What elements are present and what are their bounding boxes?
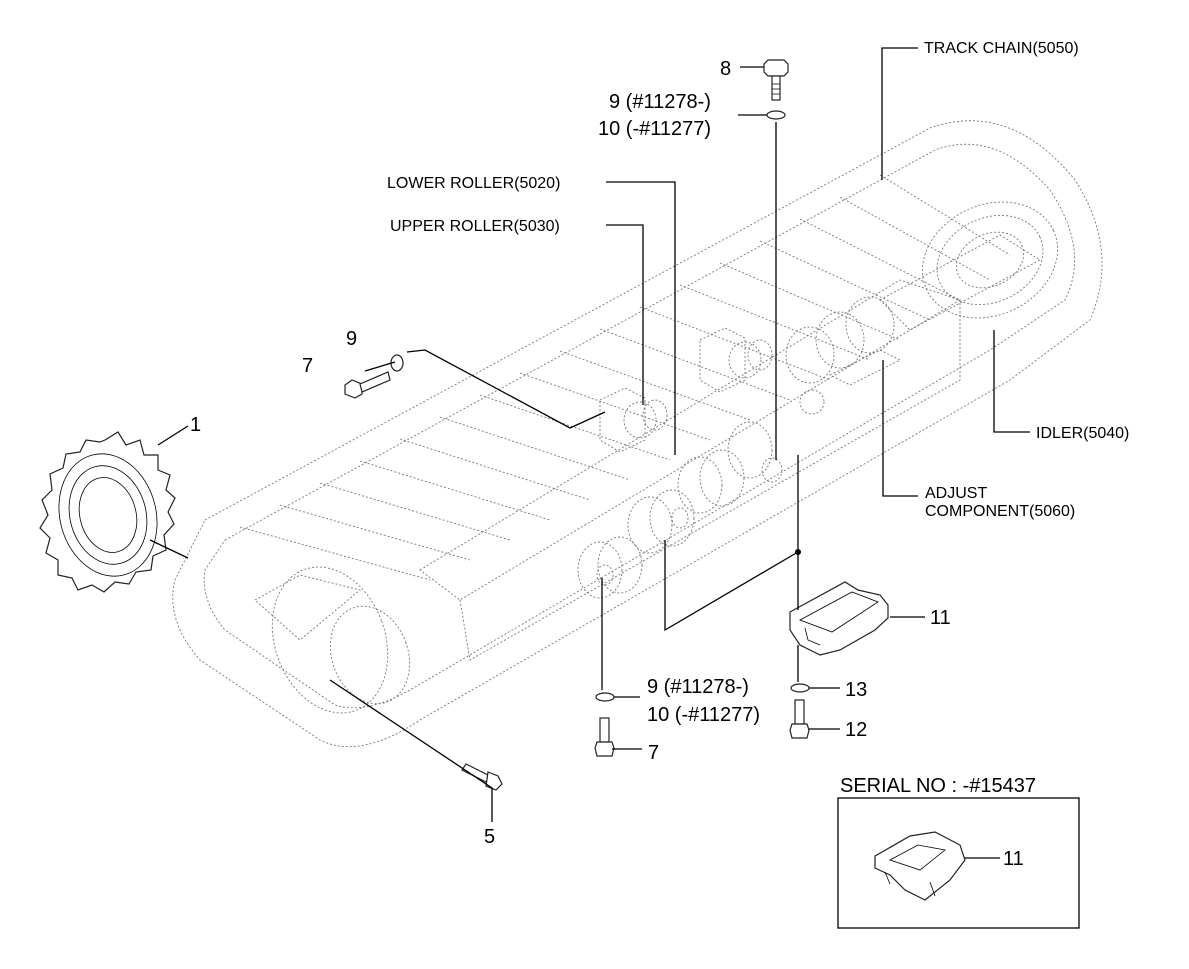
washer-13	[790, 683, 810, 693]
adjust-component	[799, 349, 902, 415]
serial-inset: SERIAL NO : -#15437 11	[837, 775, 1080, 929]
sprocket	[39, 431, 176, 593]
callout-5: 5	[484, 826, 495, 848]
callout-10-bottom: 10 (-#11277)	[647, 704, 760, 726]
serial-title: SERIAL NO : -#15437	[840, 775, 1036, 797]
washer-bottom	[595, 692, 615, 702]
label-adjust-line2: COMPONENT(5060)	[925, 503, 1075, 520]
upper-roller-1	[599, 387, 668, 453]
track-assembly	[172, 120, 1103, 748]
callout-7-lower: 7	[648, 742, 659, 764]
bolt-7-upper	[344, 371, 391, 399]
bolt-7-lower	[594, 717, 615, 757]
lower-roller-3	[677, 449, 745, 514]
callout-9-bottom: 9 (#11278-)	[647, 676, 749, 698]
callout-12: 12	[845, 719, 867, 741]
lower-roller-4	[727, 421, 783, 483]
bolt-5	[461, 763, 503, 791]
lower-roller-5	[785, 296, 895, 384]
callout-9-top: 9 (#11278-)	[609, 91, 711, 113]
callout-11: 11	[930, 607, 951, 629]
track-shoes	[239, 174, 1011, 581]
lower-roller-2	[627, 489, 695, 554]
serial-box-frame	[837, 797, 1080, 929]
bolt-12	[789, 699, 810, 739]
label-adjust-line1: ADJUST	[925, 485, 987, 502]
label-track-chain: TRACK CHAIN(5050)	[924, 40, 1079, 57]
bracket-11	[789, 581, 889, 656]
callout-1: 1	[190, 414, 201, 436]
lower-rollers	[577, 296, 895, 599]
bolt-8	[763, 59, 789, 101]
serial-bracket-11	[874, 831, 966, 901]
upper-roller-2	[699, 327, 773, 393]
label-lower-roller: LOWER ROLLER(5020)	[387, 175, 560, 192]
leader-lines	[149, 47, 1030, 822]
final-drive	[254, 566, 411, 714]
upper-rollers	[599, 327, 773, 453]
callout-9-upper: 9	[346, 328, 357, 350]
label-idler: IDLER(5040)	[1036, 425, 1129, 442]
callout-10-top: 10 (-#11277)	[598, 118, 711, 140]
idler-wheel	[879, 201, 1059, 331]
callout-13: 13	[845, 679, 867, 701]
callout-8: 8	[720, 58, 731, 80]
lower-roller-1	[577, 536, 643, 599]
serial-callout-11: 11	[1003, 848, 1024, 870]
washer-top	[766, 110, 786, 120]
label-upper-roller: UPPER ROLLER(5030)	[390, 218, 560, 235]
callout-7-upper: 7	[302, 355, 313, 377]
